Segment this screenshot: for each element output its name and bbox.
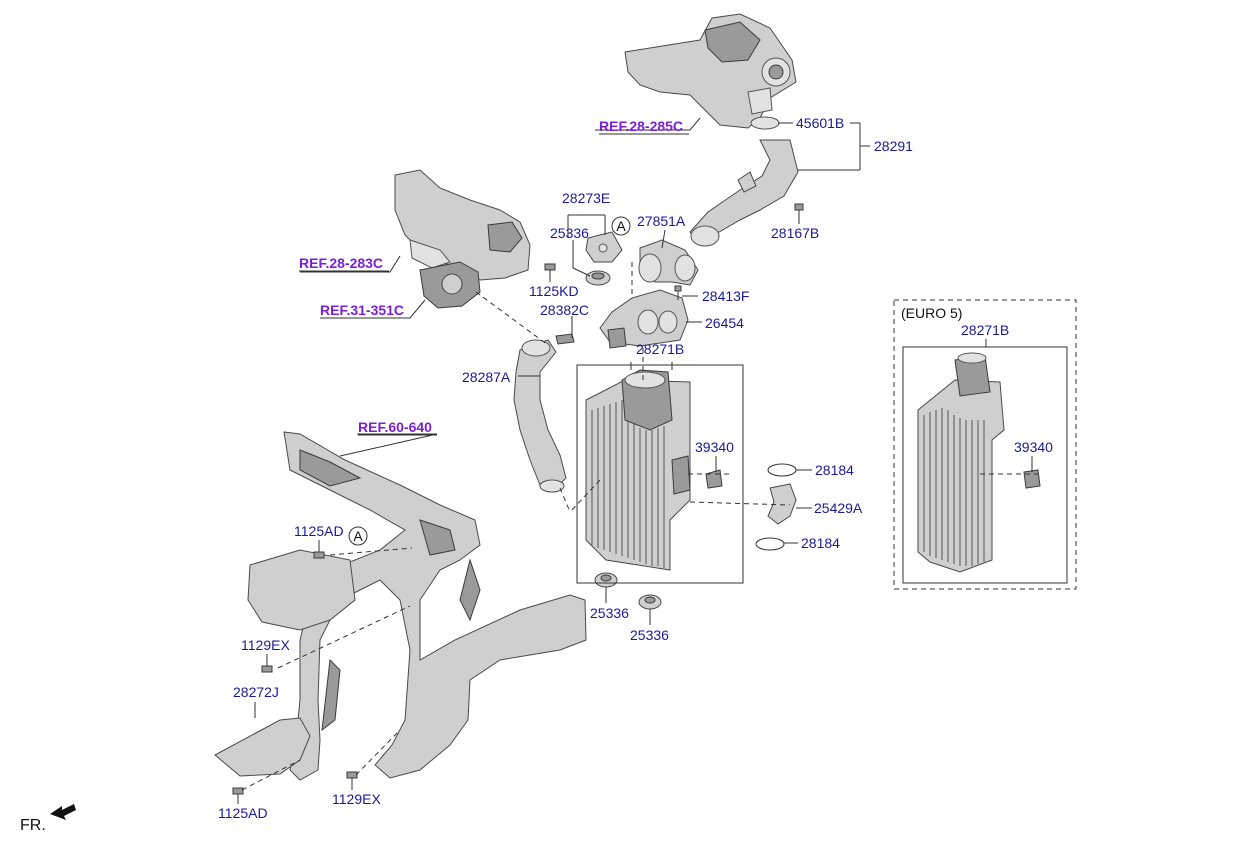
label-26454[interactable]: 26454 bbox=[705, 315, 744, 331]
label-1129ex-bottom[interactable]: 1129EX bbox=[332, 791, 381, 807]
gasket-45601b bbox=[750, 116, 780, 130]
ref-31-351c[interactable]: REF.31-351C bbox=[320, 302, 404, 318]
label-1125ad-top[interactable]: 1125AD bbox=[294, 523, 344, 539]
label-28273e[interactable]: 28273E bbox=[562, 190, 610, 206]
bolt-1129ex-left bbox=[261, 665, 273, 673]
label-28167b[interactable]: 28167B bbox=[771, 225, 819, 241]
bolt-1129ex-bot bbox=[346, 771, 358, 779]
hose-28287a bbox=[513, 339, 567, 491]
turbocharger bbox=[624, 13, 797, 129]
sensor-39340 bbox=[705, 469, 723, 489]
label-28413f[interactable]: 28413F bbox=[702, 288, 749, 304]
label-25429a[interactable]: 25429A bbox=[814, 500, 863, 516]
label-25336-a[interactable]: 25336 bbox=[590, 605, 629, 621]
clamp-28184-bottom bbox=[755, 537, 785, 551]
svg-text:A: A bbox=[616, 218, 626, 234]
bolt-1125ad-top bbox=[313, 551, 325, 559]
side-box bbox=[247, 549, 356, 631]
label-1125ad-bottom[interactable]: 1125AD bbox=[218, 805, 268, 821]
label-28382c[interactable]: 28382C bbox=[540, 302, 589, 318]
bolt-28167b bbox=[794, 203, 804, 218]
bolt-1125kd bbox=[544, 263, 556, 276]
label-25336-top[interactable]: 25336 bbox=[550, 225, 589, 241]
sensor-28382c bbox=[555, 333, 575, 345]
clamp-28184-top bbox=[767, 463, 797, 477]
label-45601b[interactable]: 45601B bbox=[796, 115, 844, 131]
fr-label: FR. bbox=[20, 817, 46, 834]
label-25336-b[interactable]: 25336 bbox=[630, 627, 669, 643]
euro5-title: (EURO 5) bbox=[901, 305, 962, 321]
euro5-intercooler bbox=[917, 352, 1041, 573]
label-28291[interactable]: 28291 bbox=[874, 138, 913, 154]
front-arrow-icon bbox=[50, 804, 76, 820]
throttle-body-31-351c bbox=[419, 261, 481, 309]
label-39340[interactable]: 39340 bbox=[695, 439, 734, 455]
ref-60-640[interactable]: REF.60-640 bbox=[358, 419, 432, 435]
intercooler-28271b bbox=[585, 369, 691, 571]
label-28184-bottom[interactable]: 28184 bbox=[801, 535, 840, 551]
euro5-box bbox=[893, 299, 1077, 590]
dashed-leaders bbox=[241, 262, 1042, 791]
intake-manifold bbox=[394, 169, 531, 281]
label-28271b[interactable]: 28271B bbox=[636, 341, 684, 357]
label-euro5-28271b[interactable]: 28271B bbox=[961, 322, 1009, 338]
ref-28-283c[interactable]: REF.28-283C bbox=[299, 255, 383, 271]
label-1129ex-left[interactable]: 1129EX bbox=[241, 637, 290, 653]
bracket-28272j bbox=[214, 717, 311, 777]
label-28184-top[interactable]: 28184 bbox=[815, 462, 854, 478]
marker-a-left: A bbox=[348, 526, 368, 546]
front-end-carrier bbox=[283, 431, 587, 781]
marker-a-top: A bbox=[611, 216, 631, 236]
svg-text:A: A bbox=[353, 528, 363, 544]
front-direction-indicator: FR. bbox=[20, 804, 76, 834]
leader-lines bbox=[237, 117, 1033, 804]
label-1125kd[interactable]: 1125KD bbox=[529, 283, 579, 299]
bolt-1125ad-bot bbox=[232, 787, 244, 795]
label-27851a[interactable]: 27851A bbox=[637, 213, 686, 229]
ref-28-285c[interactable]: REF.28-285C bbox=[599, 118, 683, 134]
label-28287a[interactable]: 28287A bbox=[462, 369, 511, 385]
label-euro5-39340[interactable]: 39340 bbox=[1014, 439, 1053, 455]
label-28272j[interactable]: 28272J bbox=[233, 684, 279, 700]
